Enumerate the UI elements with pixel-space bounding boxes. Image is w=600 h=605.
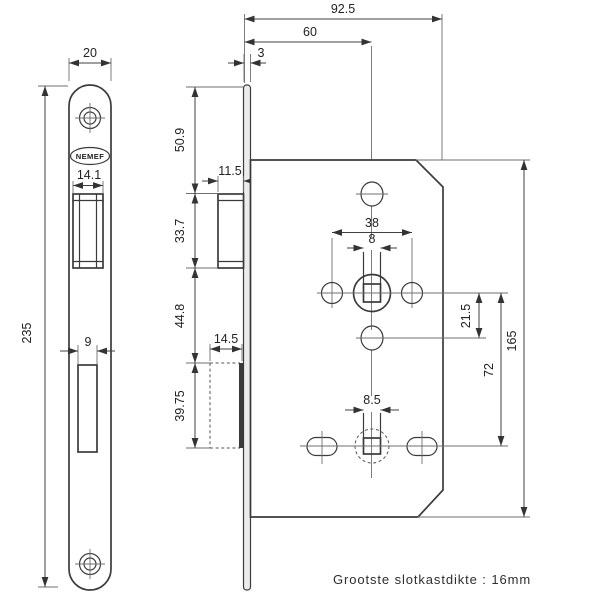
deadbolt-face — [239, 363, 244, 448]
dim-case-height-label: 165 — [505, 331, 519, 352]
latch-bolt-front — [72, 193, 104, 269]
vertical-dimension-chain: 50.9 33.7 44.8 39.75 — [173, 86, 243, 449]
bottom-screw-hole — [75, 549, 105, 579]
dim-total-depth: 92.5 — [244, 2, 442, 23]
latch-bolt-side — [217, 193, 245, 269]
caption: Grootste slotkastdikte : 16mm — [333, 572, 531, 587]
dim-spindle-slot: 8 — [347, 232, 397, 252]
dim-deadbolt-cutout-width: 9 — [60, 335, 115, 364]
lock-case-outline — [249, 159, 444, 518]
dim-spindle-distance: 72 — [482, 293, 505, 446]
dim-bottom-slot: 8.5 — [345, 393, 399, 414]
dim-latch-protrusion: 11.5 — [202, 164, 259, 192]
dim-faceplate-length-label: 235 — [20, 323, 34, 344]
dim-faceplate-thickness: 3 — [228, 46, 266, 82]
dim-total-depth-label: 92.5 — [331, 2, 355, 16]
dim-backset: 60 — [244, 25, 372, 46]
dim-hole-spacing: 38 — [331, 216, 413, 308]
faceplate-outline — [68, 84, 112, 591]
brand-label: NEMEF — [76, 152, 105, 161]
lock-case-view: 38 8 8.5 — [228, 2, 530, 518]
faceplate-side-view: 11.5 14.5 50.9 33.7 44.8 39.75 — [173, 84, 259, 591]
top-screw-hole — [75, 103, 105, 133]
dim-faceplate-length: 235 — [20, 85, 68, 588]
dim-hole-spacing-label: 38 — [365, 216, 379, 230]
key-hole — [356, 325, 486, 351]
dim-faceplate-width-label: 20 — [83, 46, 97, 60]
dim-deadbolt-protrusion: 14.5 — [209, 332, 243, 361]
dim-spindle-to-key-label: 21.5 — [459, 304, 473, 328]
dim-deadbolt-protrusion-label: 14.5 — [214, 332, 238, 346]
dim-deadbolt-height-label: 39.75 — [173, 390, 187, 421]
dim-case-height: 165 — [505, 160, 528, 517]
dim-spindle-to-key: 21.5 — [459, 293, 483, 338]
dim-faceplate-thickness-label: 3 — [258, 46, 265, 60]
deadbolt-side — [209, 362, 244, 449]
dim-backset-label: 60 — [303, 25, 317, 39]
dim-deadbolt-cutout-width-label: 9 — [85, 335, 92, 349]
dim-spindle-slot-label: 8 — [369, 232, 376, 246]
dim-latch-protrusion-label: 11.5 — [218, 164, 241, 178]
dim-latch-cutout-width-label: 14.1 — [77, 168, 101, 182]
faceplate-edge — [242, 84, 252, 591]
faceplate-front-view: NEMEF 20 — [20, 46, 115, 591]
dim-faceplate-width: 20 — [68, 46, 112, 81]
dim-latch-to-deadbolt-label: 44.8 — [173, 304, 187, 328]
nemef-logo: NEMEF — [69, 146, 111, 166]
dim-top-to-latch-label: 50.9 — [173, 128, 187, 152]
dim-latch-height-label: 33.7 — [173, 219, 187, 243]
top-fixing-hole — [356, 181, 388, 207]
deadbolt-front — [77, 364, 98, 453]
dim-spindle-distance-label: 72 — [482, 363, 496, 377]
dim-latch-cutout-width: 14.1 — [72, 168, 104, 193]
dim-bottom-slot-label: 8.5 — [363, 393, 380, 407]
